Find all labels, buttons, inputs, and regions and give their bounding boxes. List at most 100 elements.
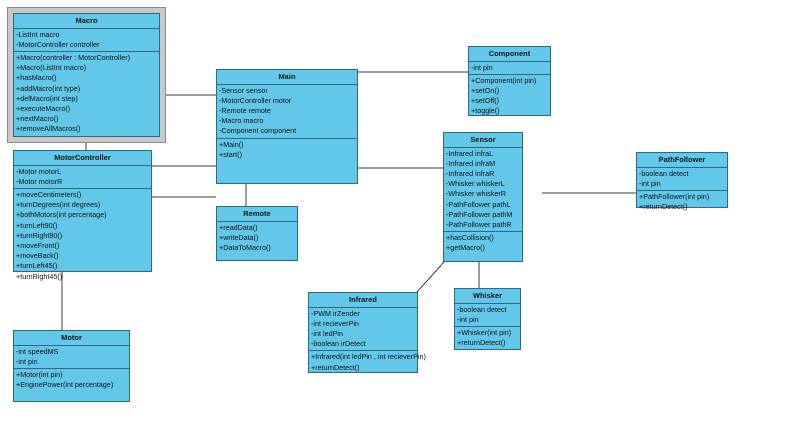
operation-row: +turnLeft45() (16, 261, 58, 271)
class-attributes-main: -Sensor sensor -MotorController motor -R… (217, 85, 357, 139)
attribute-row: -boolean detect (639, 168, 689, 178)
class-attributes-macro: -ListInt macro -MotorController controll… (14, 29, 159, 52)
attribute-row: -int pin (471, 62, 493, 72)
class-title-macro: Macro (14, 14, 159, 29)
class-box-component[interactable]: Component -int pin +Component(int pin) +… (468, 46, 551, 116)
attribute-row: -boolean irDetect (311, 339, 366, 349)
class-box-whisker[interactable]: Whisker -boolean detect -int pin +Whiske… (454, 288, 521, 350)
class-operations-component: +Component(int pin) +setOn() +setOff() +… (469, 75, 550, 118)
operation-row: +setOn() (471, 85, 500, 95)
class-box-main[interactable]: Main -Sensor sensor -MotorController mot… (216, 69, 358, 184)
operation-row: +turnRight90() (16, 230, 63, 240)
class-box-pathfollower[interactable]: PathFollower -boolean detect -int pin +P… (636, 152, 728, 211)
operation-row: +Main() (219, 139, 244, 149)
operation-row: +toggle() (471, 106, 500, 116)
operation-row: +Macro(ListInt macro) (16, 63, 87, 73)
operation-row: +Macro(controller : MotorController) (16, 52, 131, 62)
operation-row: +turnLeft90() (16, 220, 58, 230)
operation-row: +nextMacro() (16, 114, 59, 124)
operation-row: +PathFollower(int pin) (639, 191, 710, 201)
class-operations-pathfollower: +PathFollower(int pin) +returnDetect() (637, 191, 727, 213)
operation-row: +setOff() (471, 96, 500, 106)
attribute-row: -Whisker whiskerL (446, 179, 505, 189)
attribute-row: -PathFollower pathL (446, 199, 511, 209)
attribute-row: -ListInt macro (16, 29, 60, 39)
class-attributes-pathfollower: -boolean detect -int pin (637, 168, 727, 191)
class-title-motorcontroller: MotorController (14, 151, 151, 166)
class-operations-sensor: +hasCollision() +getMacro() (444, 232, 522, 261)
class-title-remote: Remote (217, 207, 297, 222)
attribute-row: -int pin (639, 178, 661, 188)
attribute-row: -PathFollower pathR (446, 220, 512, 230)
class-title-component: Component (469, 47, 550, 62)
class-box-motor[interactable]: Motor -int speedMS -int pin +Motor(int p… (13, 330, 130, 402)
operation-row: +removeAllMacros() (16, 124, 81, 134)
operation-row: +moveFront() (16, 241, 60, 251)
class-operations-main: +Main() +start() (217, 139, 357, 183)
class-operations-motor: +Motor(int pin) +EnginePower(int percent… (14, 369, 129, 401)
class-box-sensor[interactable]: Sensor -Infrared infraL -Infrared infraM… (443, 132, 523, 262)
operation-row: +EnginePower(int percentage) (16, 380, 114, 390)
attribute-row: -Macro macro (219, 116, 264, 126)
operation-row: +Motor(int pin) (16, 369, 63, 379)
class-title-motor: Motor (14, 331, 129, 346)
class-title-main: Main (217, 70, 357, 85)
class-attributes-whisker: -boolean detect -int pin (455, 304, 520, 327)
operation-row: +executeMacro() (16, 104, 71, 114)
attribute-row: -int speedMS (16, 346, 59, 356)
class-title-pathfollower: PathFollower (637, 153, 727, 168)
attribute-row: -MotorController motor (219, 95, 292, 105)
attribute-row: -Motor motorR (16, 176, 63, 186)
operation-row: +returnDetect() (311, 362, 360, 372)
operation-row: +DataToMacro() (219, 242, 271, 252)
operation-row: +hasCollision() (446, 233, 494, 243)
operation-row: +returnDetect() (639, 202, 688, 212)
attribute-row: -Component component (219, 126, 297, 136)
class-box-motorcontroller[interactable]: MotorController -Motor motorL -Motor mot… (13, 150, 152, 281)
attribute-row: -Whisker whiskerR (446, 189, 506, 199)
class-operations-remote: +readData() +writeData() +DataToMacro() (217, 222, 297, 260)
attribute-row: -int pin (16, 356, 38, 366)
line-sensor-infrared (416, 261, 445, 293)
operation-row: +turnDegrees(int degrees) (16, 200, 101, 210)
class-attributes-motorcontroller: -Motor motorL -Motor motorR (14, 166, 151, 189)
attribute-row: -int recieverPin (311, 318, 359, 328)
attribute-row: -PWM irZender (311, 308, 360, 318)
class-attributes-motor: -int speedMS -int pin (14, 346, 129, 369)
class-title-infrared: Infrared (309, 293, 417, 308)
attribute-row: -MotorController controller (16, 39, 100, 49)
class-operations-infrared: +Infrared(int ledPin , int recieverPin) … (309, 351, 426, 373)
operation-row: +turnRight45() (16, 271, 63, 281)
operation-row: +getMacro() (446, 243, 485, 253)
operation-row: +delMacro(int step) (16, 93, 78, 103)
attribute-row: -Infrared infraR (446, 168, 495, 178)
operation-row: +Infrared(int ledPin , int recieverPin) (311, 352, 426, 362)
operation-row: +hasMacro() (16, 73, 57, 83)
attribute-row: -Infrared infraL (446, 148, 494, 158)
operation-row: +writeData() (219, 232, 259, 242)
operation-row: +moveCentimeters() (16, 189, 82, 199)
class-title-whisker: Whisker (455, 289, 520, 304)
class-operations-macro: +Macro(controller : MotorController) +Ma… (14, 52, 159, 136)
class-operations-motorcontroller: +moveCentimeters() +turnDegrees(int degr… (14, 189, 151, 283)
class-attributes-component: -int pin (469, 62, 550, 75)
attribute-row: -boolean detect (457, 304, 507, 314)
operation-row: +readData() (219, 222, 258, 232)
attribute-row: -int ledPin (311, 328, 343, 338)
class-attributes-sensor: -Infrared infraL -Infrared infraM -Infra… (444, 148, 522, 233)
class-box-remote[interactable]: Remote +readData() +writeData() +DataToM… (216, 206, 298, 261)
attribute-row: -Sensor sensor (219, 85, 268, 95)
attribute-row: -PathFollower pathM (446, 209, 513, 219)
attribute-row: -Remote remote (219, 105, 271, 115)
operation-row: +bothMotors(int percentage) (16, 210, 107, 220)
class-attributes-infrared: -PWM irZender -int recieverPin -int ledP… (309, 308, 417, 352)
operation-row: +Whisker(int pin) (457, 327, 512, 337)
class-box-macro[interactable]: Macro -ListInt macro -MotorController co… (13, 13, 160, 137)
attribute-row: -Infrared infraM (446, 158, 496, 168)
attribute-row: -int pin (457, 314, 479, 324)
attribute-row: -Motor motorL (16, 166, 62, 176)
operation-row: +Component(int pin) (471, 75, 537, 85)
class-box-infrared[interactable]: Infrared -PWM irZender -int recieverPin … (308, 292, 426, 373)
operation-row: +start() (219, 149, 242, 159)
